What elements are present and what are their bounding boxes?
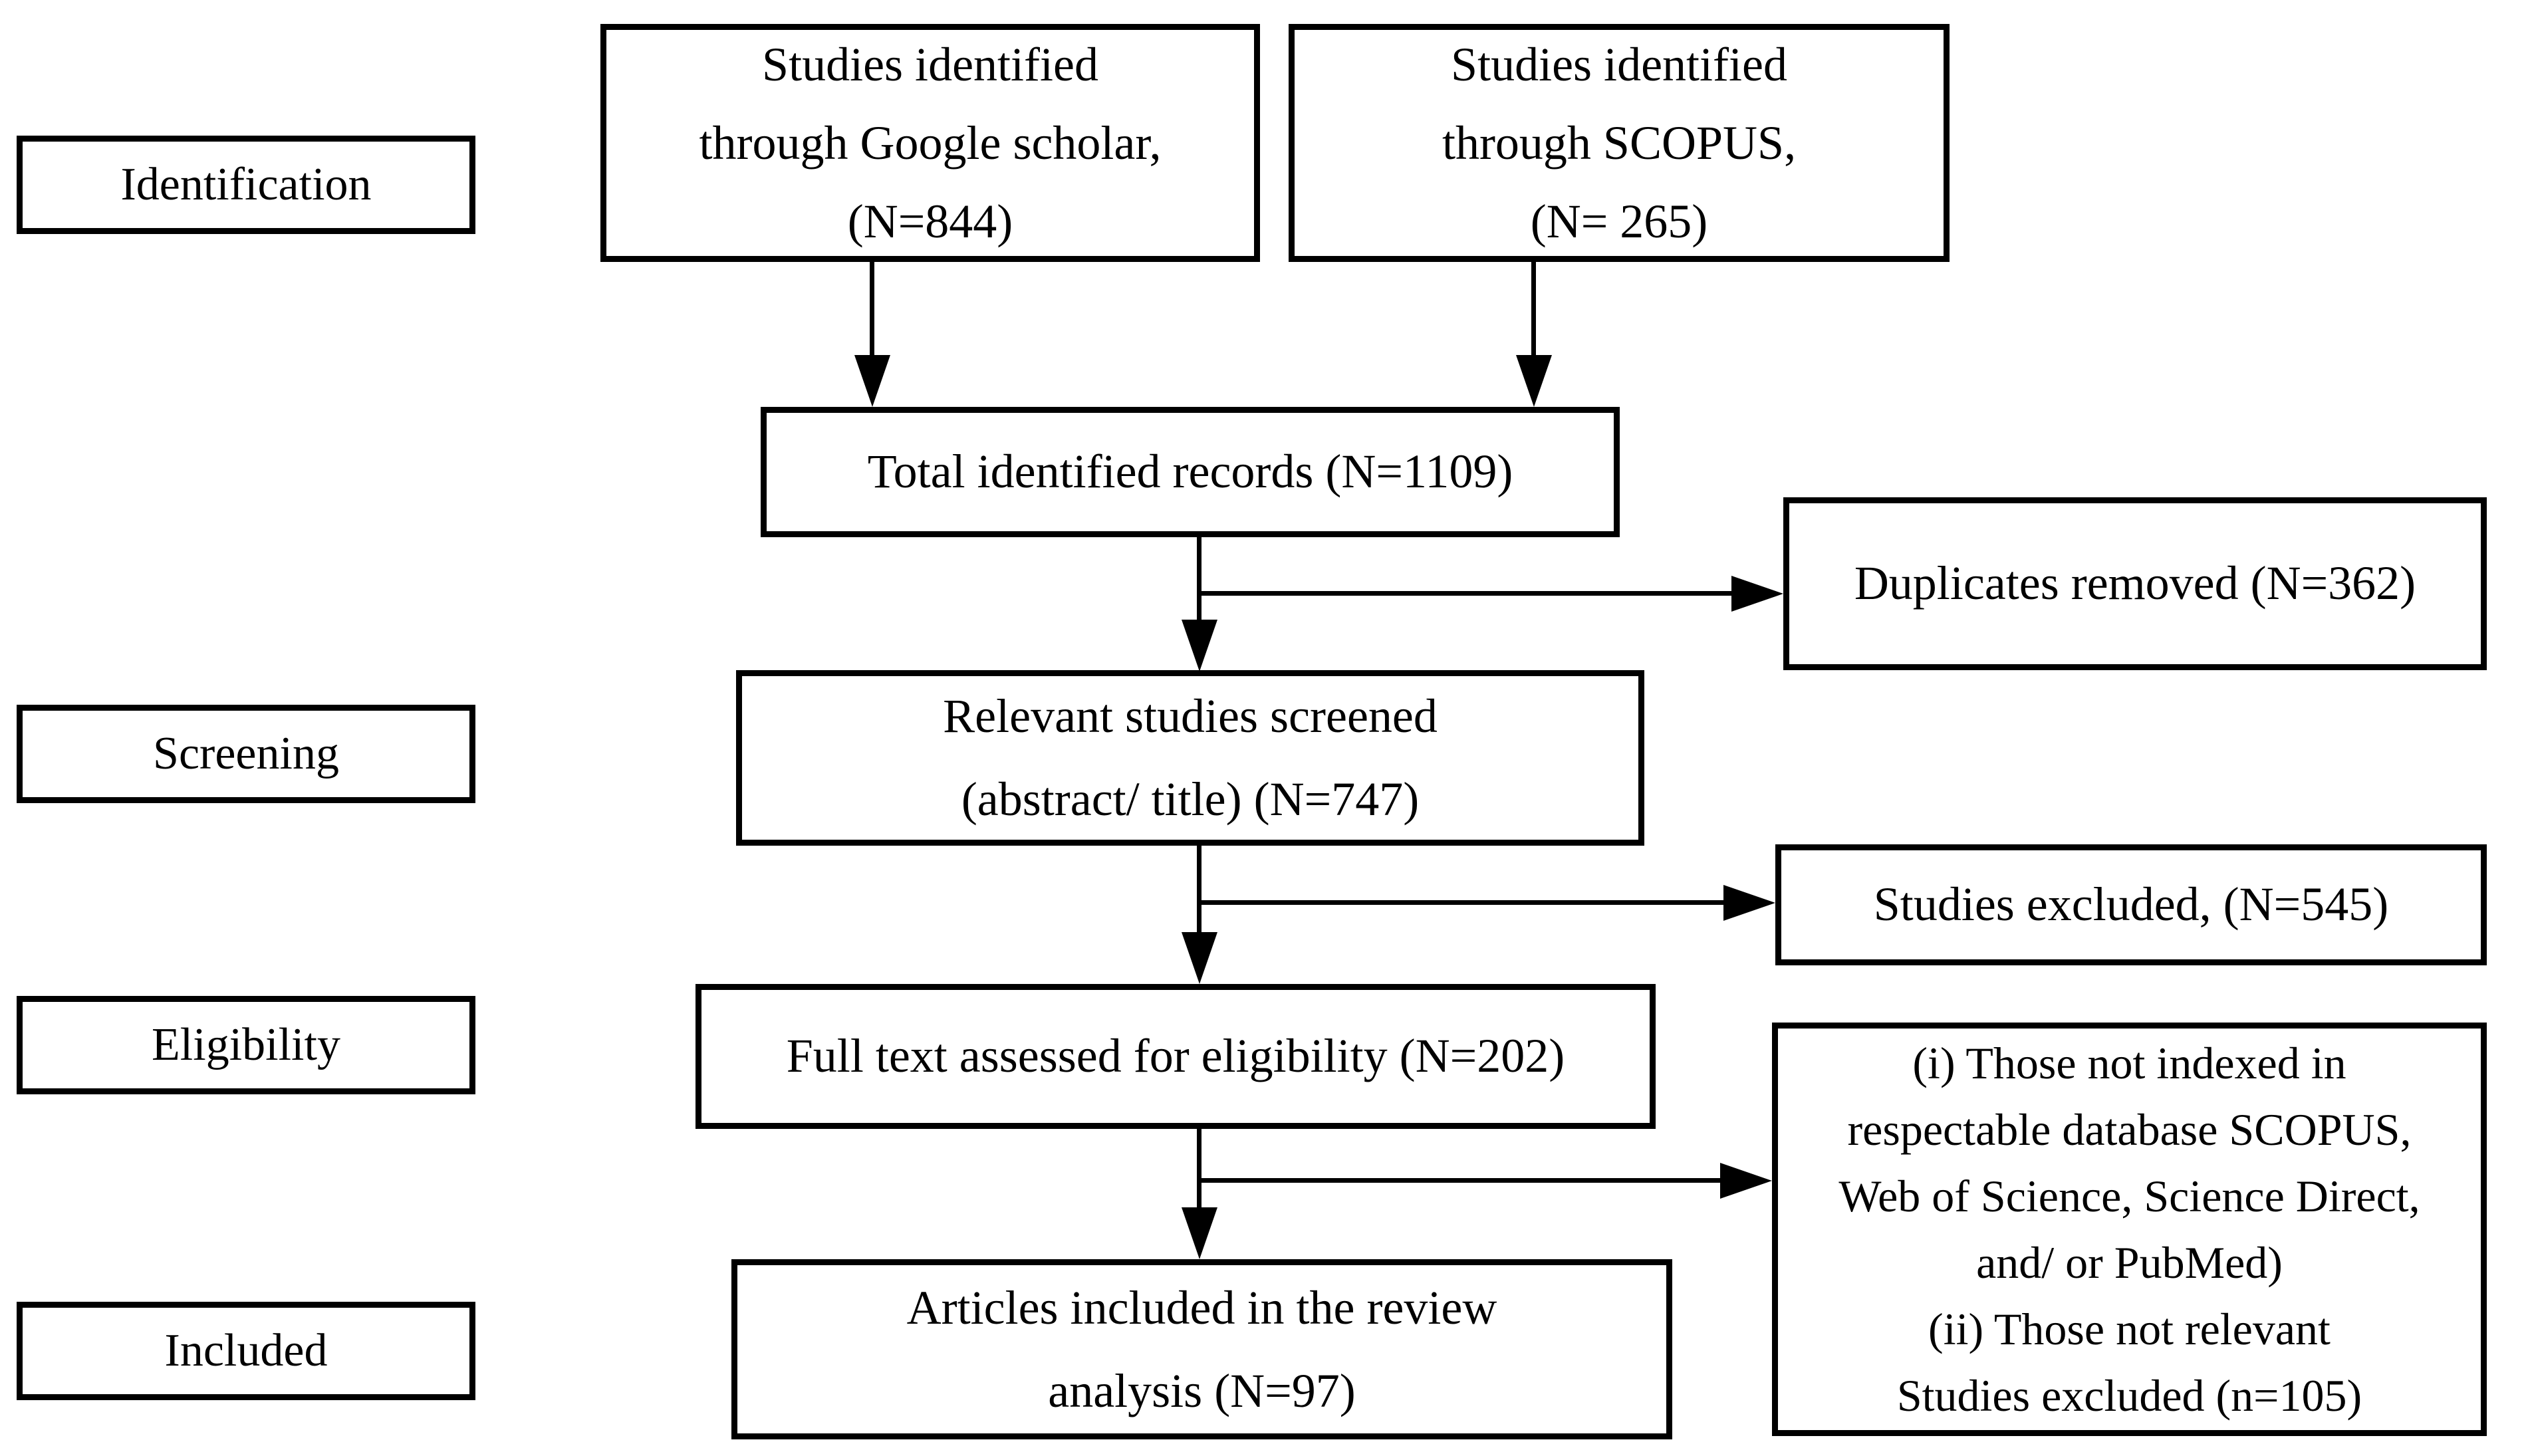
connector-line [1197,1129,1201,1210]
flow-box-total-records: Total identified records (N=1109) [761,407,1620,537]
arrow-down-icon [1182,620,1217,671]
stage-box-screening: Screening [17,705,475,803]
box-text-line: Duplicates removed (N=362) [1854,556,2416,610]
flow-box-studies-screened: Relevant studies screened (abstract/ tit… [736,670,1644,846]
box-text-line: respectable database SCOPUS, [1847,1104,2412,1155]
stage-label: Screening [153,727,339,779]
box-text-line: Total identified records (N=1109) [867,445,1513,499]
box-text-line: Articles included in the review [906,1280,1497,1334]
stage-label: Identification [120,158,372,210]
box-text-line: through Google scholar, [699,116,1162,170]
box-text-line: and/ or PubMed) [1976,1237,2283,1288]
stage-label: Included [164,1324,328,1376]
arrow-right-icon [1723,885,1775,921]
flow-box-google-scholar: Studies identified through Google schola… [600,24,1260,262]
box-text-line: Studies excluded (n=105) [1896,1370,2362,1421]
box-text-line: through SCOPUS, [1442,116,1797,170]
connector-line [1531,262,1536,362]
box-text-line: Web of Science, Science Direct, [1838,1171,2420,1221]
box-text-line: analysis (N=97) [1048,1364,1356,1417]
flow-box-full-text-assessed: Full text assessed for eligibility (N=20… [695,984,1656,1129]
box-text-line: (abstract/ title) (N=747) [961,773,1420,826]
arrow-down-icon [1516,355,1552,407]
box-text-line: Studies excluded, (N=545) [1873,878,2389,931]
connector-line [1200,1178,1721,1183]
connector-line [1197,846,1201,936]
box-text-line: (i) Those not indexed in [1912,1038,2346,1088]
connector-line [1197,537,1201,624]
box-text-line: (N=844) [847,195,1013,248]
box-text-line: (N= 265) [1530,195,1708,248]
flow-box-exclusion-reasons: (i) Those not indexed in respectable dat… [1772,1023,2487,1436]
stage-box-eligibility: Eligibility [17,996,475,1094]
stage-box-included: Included [17,1302,475,1400]
arrow-right-icon [1720,1163,1772,1199]
box-text-line: Studies identified [762,38,1098,91]
box-text-line: Full text assessed for eligibility (N=20… [786,1029,1565,1083]
box-text-line: Relevant studies screened [943,689,1438,743]
stage-label: Eligibility [152,1019,340,1070]
box-text-line: (ii) Those not relevant [1928,1304,2331,1354]
flow-box-studies-excluded: Studies excluded, (N=545) [1775,844,2487,965]
arrow-right-icon [1731,576,1783,612]
connector-line [1200,900,1725,905]
stage-box-identification: Identification [17,136,475,234]
arrow-down-icon [1182,932,1217,984]
flow-box-articles-included: Articles included in the review analysis… [731,1259,1672,1439]
connector-line [870,262,874,362]
flow-box-duplicates-removed: Duplicates removed (N=362) [1783,497,2487,670]
arrow-down-icon [1182,1207,1217,1259]
box-text-line: Studies identified [1451,38,1787,91]
connector-line [1200,591,1735,596]
flow-box-scopus: Studies identified through SCOPUS, (N= 2… [1289,24,1950,262]
arrow-down-icon [854,355,890,407]
